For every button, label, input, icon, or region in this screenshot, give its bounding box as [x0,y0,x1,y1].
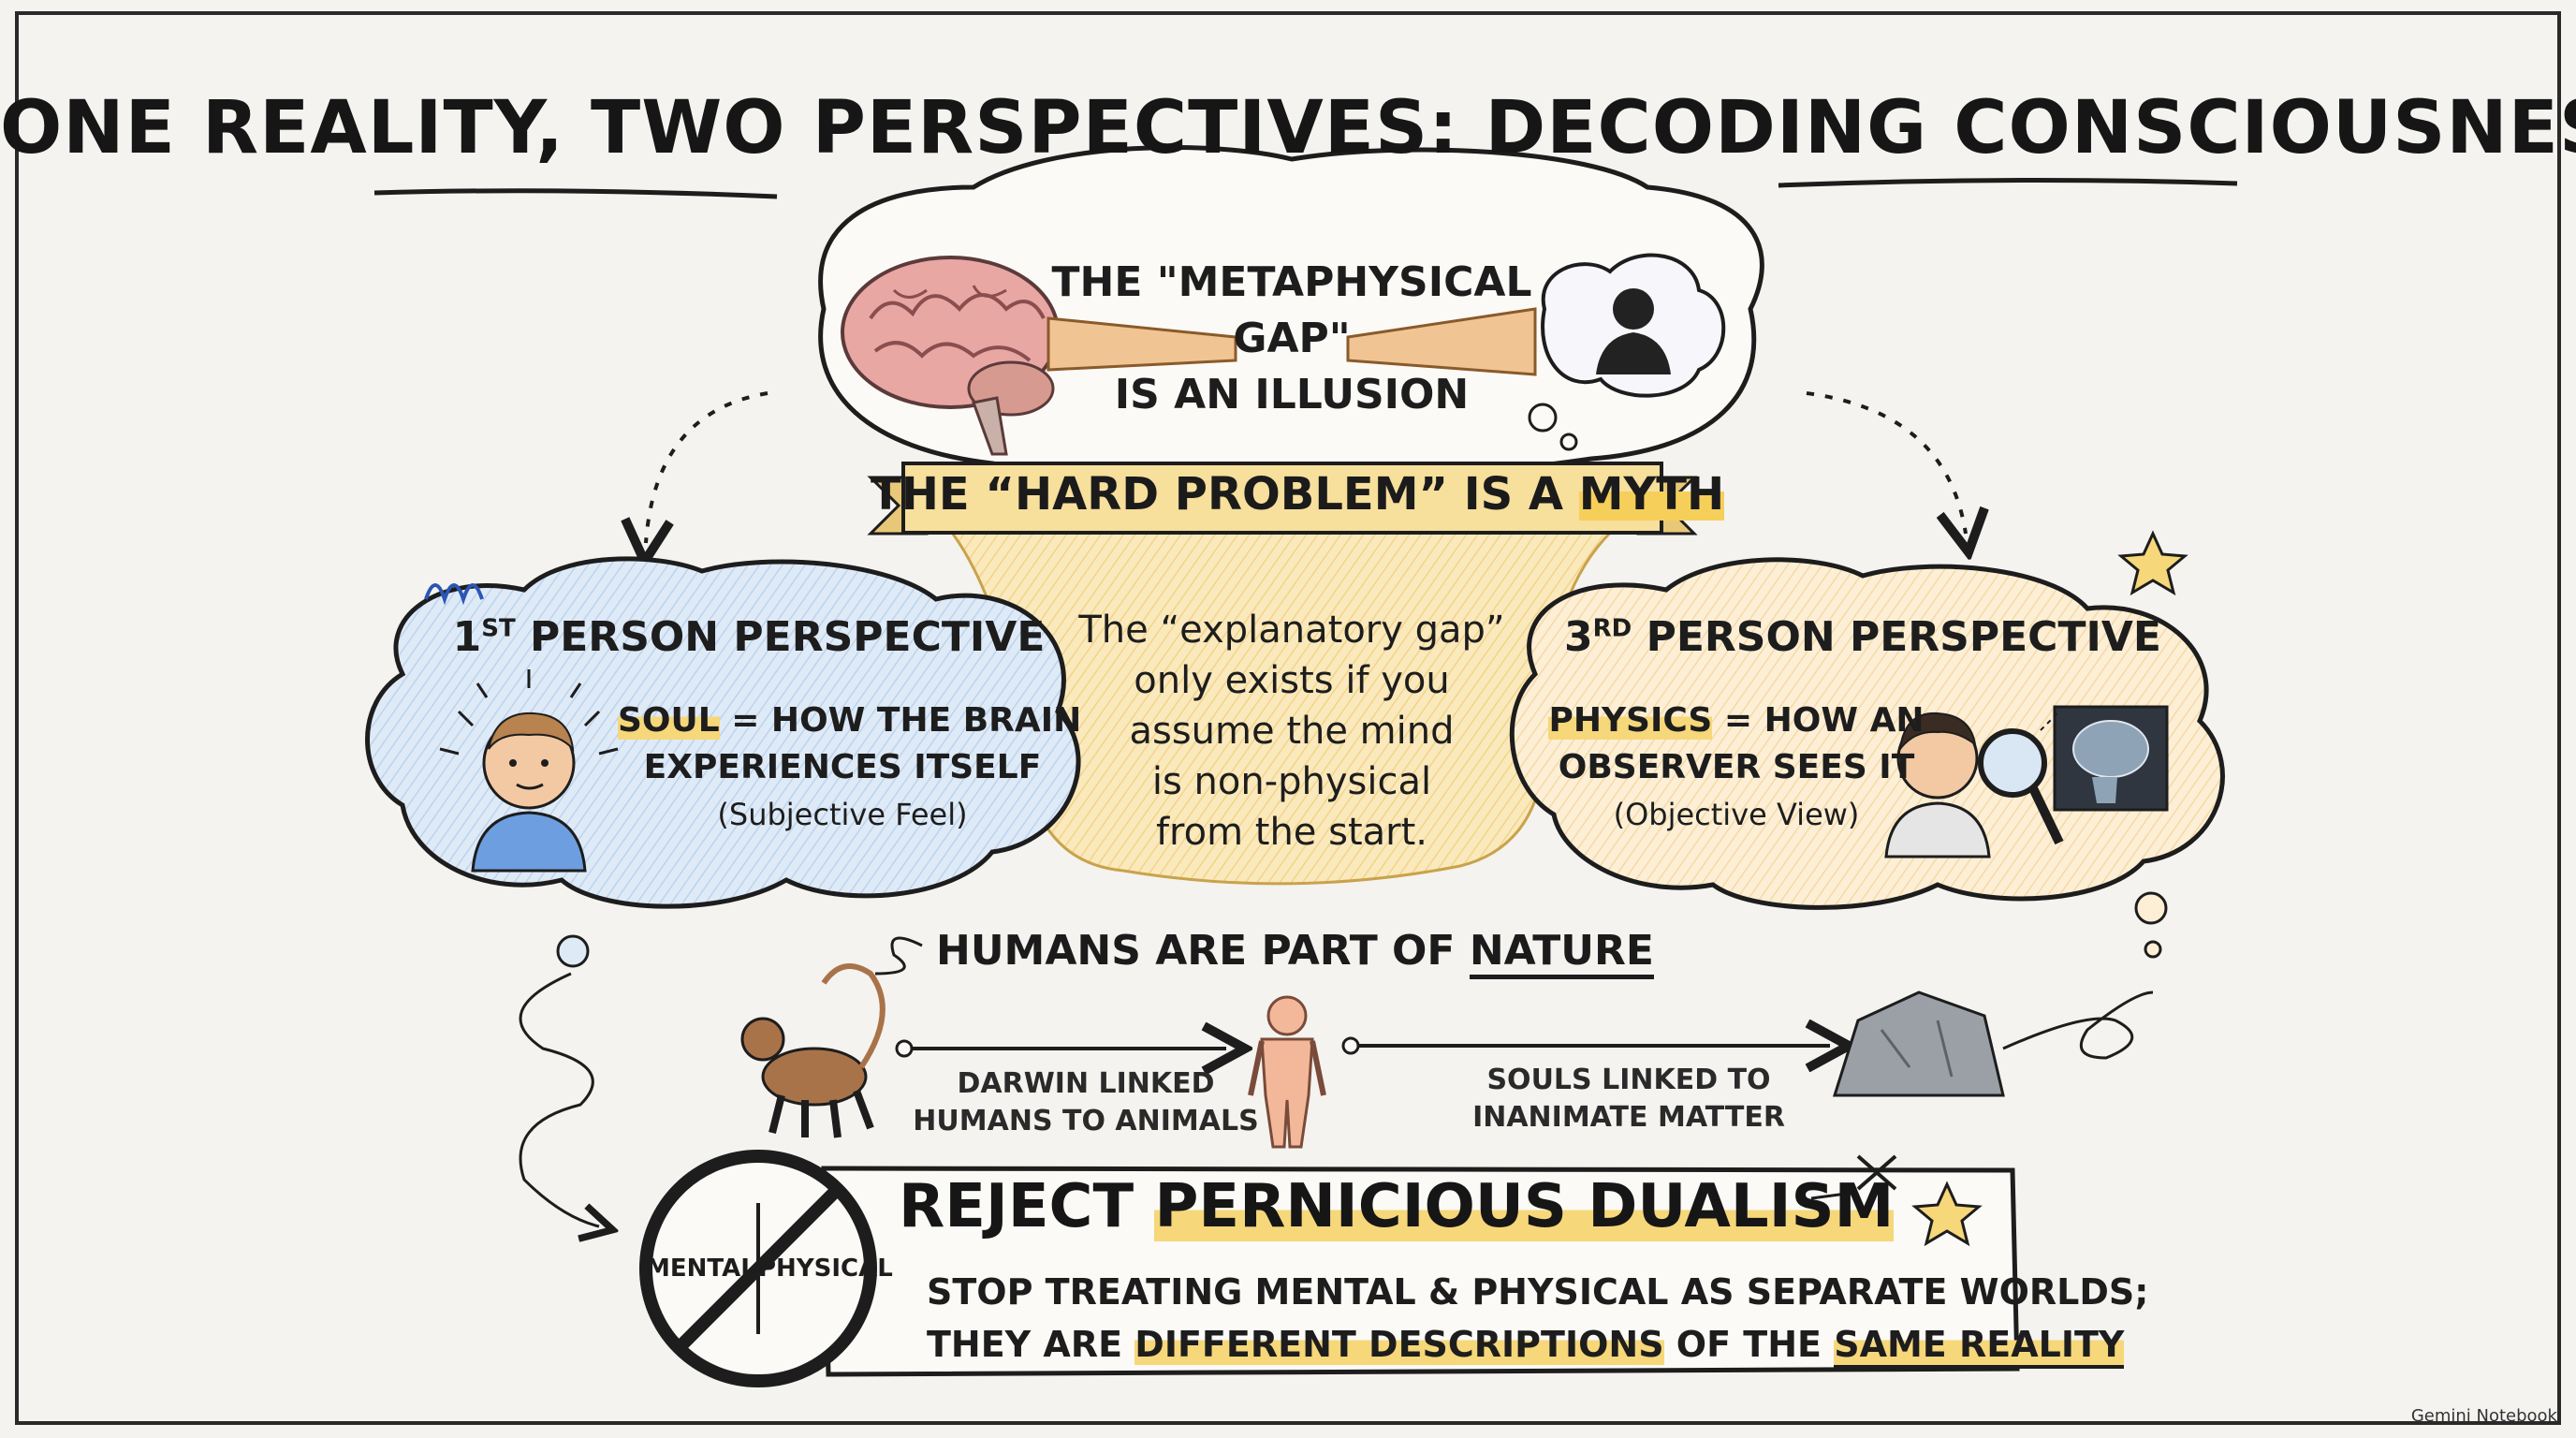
hard-problem-banner-text: THE “HARD PROBLEM” IS A MYTH [871,468,1725,521]
caption-line: SOULS LINKED TO [1486,1064,1771,1096]
metaphysical-gap-text: THE "METAPHYSICAL GAP" IS AN ILLUSION [1039,255,1544,423]
gap-line-3: IS AN ILLUSION [1114,371,1470,418]
gap-bridge-right [1346,307,1537,376]
soul-definition-line2: EXPERIENCES ITSELF [643,748,1042,786]
person-silhouette-icon [1541,253,1726,398]
brain-icon [841,256,1060,456]
title-underline-right [1778,177,2238,188]
thought-dot [2134,891,2168,925]
title-underline-left [373,188,778,199]
reject-dualism-body: STOP TREATING MENTAL & PHYSICAL AS SEPAR… [927,1266,2149,1371]
human-figure-icon [1248,995,1326,1149]
same-reality-highlight: SAME REALITY [1834,1324,2125,1369]
page-title: ONE REALITY, TWO PERSPECTIVES: DECODING … [0,86,2576,170]
nature-keyword: NATURE [1469,927,1654,979]
nature-heading-prefix: HUMANS ARE PART OF [936,927,1470,975]
caption-line: DARWIN LINKED [957,1067,1215,1100]
sign-label-mental: MENTAL [646,1255,756,1283]
sign-label-physical: PHYSICAL [758,1255,893,1283]
no-dualism-sign-icon [639,1150,877,1387]
objective-view-label: (Objective View) [1613,797,1860,832]
person-thinking-icon [439,669,619,873]
reject-body-line1: STOP TREATING MENTAL & PHYSICAL AS SEPAR… [927,1271,2149,1313]
brain-scan-image-icon [2053,705,2169,812]
soul-keyword: SOUL [618,701,720,740]
first-person-title-label: PERSON PERSPECTIVE [515,613,1046,661]
third-person-title: 3RD PERSON PERSPECTIVE [1554,613,2172,661]
caption-line: HUMANS TO ANIMALS [913,1105,1259,1137]
physics-keyword: PHYSICS [1548,701,1713,740]
explanatory-line: from the start. [1155,811,1428,854]
nature-heading: HUMANS ARE PART OF NATURE [936,927,1654,979]
reject-title-highlight: PERNICIOUS DUALISM [1154,1172,1895,1241]
reject-body-prefix: THEY ARE [927,1324,1135,1365]
explanatory-line: The “explanatory gap” [1078,609,1505,652]
subjective-feel-label: (Subjective Feel) [717,797,968,832]
loop-doodle-left [519,972,599,1226]
third-person-title-label: PERSON PERSPECTIVE [1632,613,2161,661]
reject-title-prefix: REJECT [899,1172,1155,1241]
darwin-caption: DARWIN LINKED HUMANS TO ANIMALS [899,1065,1273,1140]
page-border [15,11,2561,1425]
physics-definition: = HOW AN [1712,701,1925,740]
first-person-definition: SOUL = HOW THE BRAIN EXPERIENCES ITSELF … [618,697,1081,838]
star-doodle-icon [1911,1181,1983,1247]
rock-icon [1832,990,2005,1097]
brand-watermark: Gemini Notebook [2410,1406,2557,1426]
scribble-accent [424,583,484,606]
first-person-title: 1ST PERSON PERSPECTIVE [440,613,1058,661]
reject-body-mid: OF THE [1663,1324,1835,1365]
different-descriptions-highlight: DIFFERENT DESCRIPTIONS [1134,1324,1664,1365]
third-person-ordinal-suffix: RD [1592,614,1632,643]
caption-line: INANIMATE MATTER [1472,1101,1785,1134]
explanatory-line: is non-physical [1151,760,1432,803]
banner-prefix: THE “HARD PROBLEM” IS A [871,468,1579,521]
third-person-ordinal: 3 [1564,613,1593,661]
physics-definition-line2: OBSERVER SEES IT [1558,748,1915,786]
explanatory-gap-text: The “explanatory gap” only exists if you… [1058,605,1526,858]
star-doodle-icon [2117,530,2188,596]
banner-highlight: MYTH [1578,468,1725,521]
gap-line-2: GAP" [1233,315,1351,362]
arrow-to-third-person [1806,391,1966,534]
arrow-to-first-person [646,391,768,543]
gap-bridge-left [1046,316,1237,372]
gap-line-1: THE "METAPHYSICAL [1051,258,1532,306]
explanatory-line: only exists if you [1134,659,1450,702]
third-person-definition: PHYSICS = HOW AN OBSERVER SEES IT (Objec… [1526,697,1947,838]
explanatory-line: assume the mind [1129,710,1455,753]
thought-dot [556,934,590,968]
nature-underline-squiggle [874,936,923,976]
first-person-ordinal-suffix: ST [481,614,516,643]
first-person-ordinal: 1 [452,613,482,661]
observer-magnifier-icon [1884,712,2064,858]
thought-dot [2144,940,2162,959]
soul-definition: = HOW THE BRAIN [719,701,1082,740]
souls-caption: SOULS LINKED TO INANIMATE MATTER [1442,1062,1816,1137]
thought-dot [1528,403,1558,433]
thought-dot [1559,433,1578,451]
loop-doodle-right [2002,990,2154,1060]
reject-dualism-title: REJECT PERNICIOUS DUALISM [899,1172,2022,1241]
monkey-icon [740,963,886,1138]
